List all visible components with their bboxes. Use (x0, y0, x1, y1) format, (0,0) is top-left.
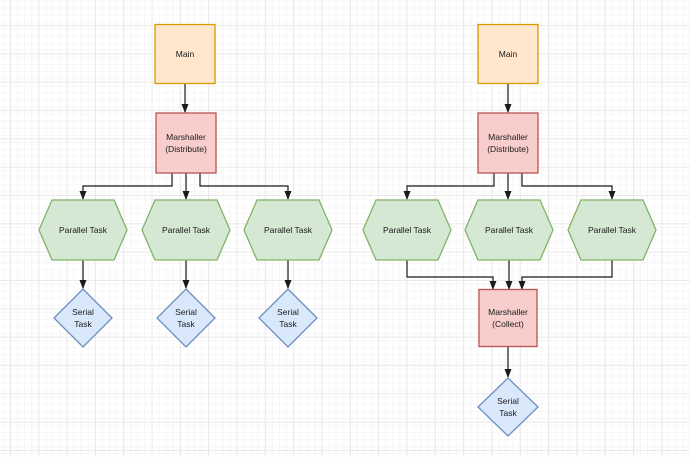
parallel-task-1-shape[interactable] (38, 199, 128, 261)
node-marshaller-distribute[interactable]: Marshaller(Distribute) (477, 112, 539, 174)
serial-task-1-shape[interactable] (53, 288, 113, 348)
node-marshaller-distribute-label: Marshaller(Distribute) (165, 132, 207, 154)
node-marshaller-collect-label: Marshaller(Collect) (488, 307, 528, 329)
parallel-task-3-shape[interactable] (567, 199, 657, 261)
main-shape[interactable] (477, 23, 539, 85)
edge-distribute-to-parallel-1[interactable] (403, 173, 495, 200)
node-main-label: Main (499, 49, 518, 59)
node-parallel-task-3[interactable]: Parallel Task (243, 199, 333, 261)
parallel-task-2-shape[interactable] (464, 199, 554, 261)
serial-task-shape[interactable] (477, 377, 539, 437)
node-parallel-task-1-label: Parallel Task (383, 225, 432, 235)
node-parallel-task-2[interactable]: Parallel Task (141, 199, 231, 261)
node-parallel-task-2[interactable]: Parallel Task (464, 199, 554, 261)
parallel-task-3-shape[interactable] (243, 199, 333, 261)
node-parallel-task-3-label: Parallel Task (588, 225, 637, 235)
marshaller-distribute-shape[interactable] (477, 112, 539, 174)
node-main-label: Main (176, 49, 195, 59)
node-marshaller-collect[interactable]: Marshaller(Collect) (478, 288, 538, 348)
marshaller-distribute-shape[interactable] (155, 112, 217, 174)
edge-distribute-to-parallel-3[interactable] (199, 173, 292, 200)
serial-task-3-shape[interactable] (258, 288, 318, 348)
node-main[interactable]: Main (477, 23, 539, 85)
node-parallel-task-3-label: Parallel Task (264, 225, 313, 235)
node-parallel-task-1[interactable]: Parallel Task (38, 199, 128, 261)
parallel-task-2-shape[interactable] (141, 199, 231, 261)
edge-distribute-to-parallel-1[interactable] (79, 173, 173, 200)
node-marshaller-distribute-label: Marshaller(Distribute) (487, 132, 529, 154)
node-marshaller-distribute[interactable]: Marshaller(Distribute) (155, 112, 217, 174)
node-parallel-task-2-label: Parallel Task (485, 225, 534, 235)
node-parallel-task-1[interactable]: Parallel Task (362, 199, 452, 261)
edge-parallel-1-to-collect[interactable] (406, 260, 497, 290)
edge-parallel-3-to-collect[interactable] (518, 260, 613, 290)
node-main[interactable]: Main (154, 23, 216, 85)
node-parallel-task-1-label: Parallel Task (59, 225, 108, 235)
serial-task-2-shape[interactable] (156, 288, 216, 348)
node-parallel-task-3[interactable]: Parallel Task (567, 199, 657, 261)
edge-distribute-to-parallel-3[interactable] (521, 173, 616, 200)
parallel-task-1-shape[interactable] (362, 199, 452, 261)
main-shape[interactable] (154, 23, 216, 85)
marshaller-collect-shape[interactable] (478, 288, 538, 348)
node-parallel-task-2-label: Parallel Task (162, 225, 211, 235)
